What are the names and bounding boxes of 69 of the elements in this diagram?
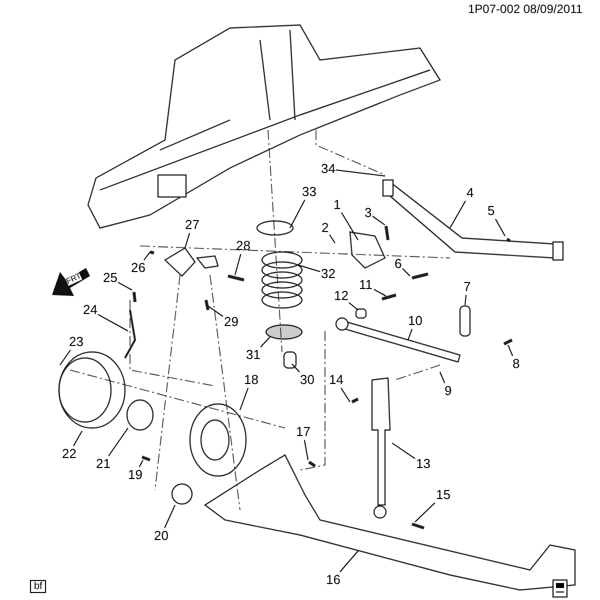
- callout-number: 26: [131, 261, 146, 275]
- leader-line: [329, 234, 336, 244]
- callout-number: 17: [296, 425, 310, 439]
- leader-line: [292, 364, 300, 372]
- callout-number: 30: [300, 373, 314, 387]
- leader-line: [408, 328, 413, 340]
- callout-number: 23: [69, 335, 84, 349]
- leader-line: [402, 268, 410, 276]
- callout-number: 11: [359, 278, 372, 292]
- callout-number: 8: [512, 357, 520, 371]
- code-label: bf: [30, 580, 46, 593]
- leader-line: [138, 460, 144, 468]
- leader-line: [372, 216, 386, 226]
- leader-line: [118, 282, 132, 290]
- leader-line: [341, 212, 358, 240]
- callout-number: 34: [321, 162, 336, 176]
- leader-line: [508, 344, 514, 356]
- callout-number: 19: [128, 468, 142, 482]
- leader-line: [98, 314, 128, 332]
- leader-line: [164, 504, 176, 528]
- callout-number: 22: [62, 447, 76, 461]
- callout-number: 15: [436, 488, 450, 502]
- callout-number: 7: [464, 280, 471, 294]
- callout-number: 5: [488, 204, 495, 218]
- callout-number: 18: [244, 373, 258, 387]
- leader-line: [298, 264, 320, 272]
- callout-number: 12: [334, 289, 348, 303]
- leader-line: [290, 200, 306, 228]
- callout-number: 28: [236, 239, 250, 253]
- callout-number: 14: [329, 373, 344, 387]
- callout-number: 2: [322, 221, 329, 235]
- leader-line: [184, 232, 190, 248]
- callout-number: 20: [154, 529, 168, 543]
- callout-number: 32: [321, 267, 336, 281]
- callout-number: 27: [185, 218, 200, 232]
- callout-number: 9: [444, 384, 452, 398]
- leader-line: [108, 428, 128, 456]
- callout-number: 3: [364, 206, 372, 220]
- leader-line: [339, 550, 358, 572]
- leader-line: [348, 302, 358, 310]
- callout-number: 25: [103, 271, 118, 285]
- callout-number: 10: [408, 314, 422, 328]
- leader-line: [392, 442, 416, 460]
- callout-number: 33: [302, 185, 316, 199]
- drawing-reference: 1P07-002 08/09/2011: [468, 2, 583, 16]
- leader-line: [450, 200, 466, 228]
- leader-line: [374, 288, 386, 296]
- leader-line: [336, 169, 386, 176]
- leader-line: [208, 306, 224, 317]
- leader-line: [464, 294, 467, 306]
- callout-number: 16: [326, 573, 340, 587]
- leader-line: [440, 372, 446, 384]
- leader-line: [260, 336, 270, 348]
- leader-line: [340, 388, 350, 402]
- callout-number: 13: [416, 457, 430, 471]
- callout-number: 29: [224, 315, 238, 329]
- callout-number: 21: [96, 457, 110, 471]
- leader-line: [73, 430, 82, 446]
- leader-line: [60, 350, 71, 366]
- leader-line: [240, 388, 249, 410]
- leader-line: [414, 502, 436, 522]
- leader-line: [234, 254, 242, 276]
- callout-number: 31: [246, 348, 260, 362]
- callout-number: 24: [83, 303, 98, 317]
- leader-line: [494, 218, 506, 236]
- callout-number: 1: [334, 198, 341, 212]
- callout-number: 4: [466, 186, 474, 200]
- callout-number: 6: [394, 257, 402, 271]
- leader-line: [304, 440, 308, 460]
